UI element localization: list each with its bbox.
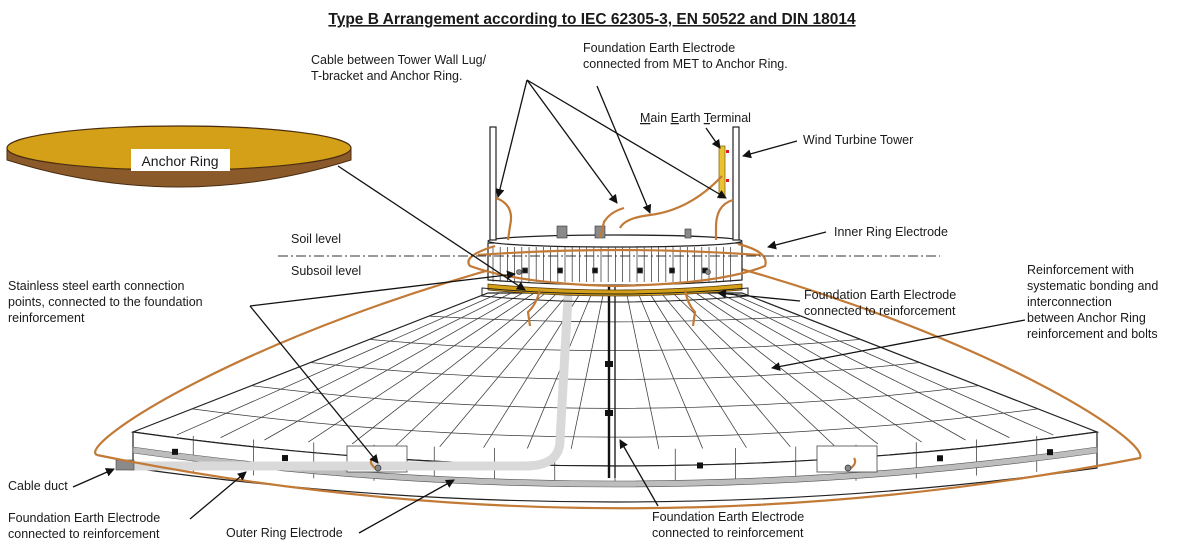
label-fee-met: Foundation Earth Electrode connected fro… (583, 41, 788, 71)
stainless-connection-point (374, 464, 382, 472)
cable-tower-lug-right (714, 198, 734, 240)
label-cable-tower: Cable between Tower Wall Lug/ T-bracket … (311, 53, 490, 83)
anchor-ring-label: Anchor Ring (141, 153, 218, 169)
bolt-block (556, 225, 568, 239)
pedestal-bonding-point (522, 267, 528, 274)
stainless-connection-point (705, 269, 711, 275)
radial-grid-line (308, 292, 535, 443)
leader-anchor-ring (337, 165, 526, 291)
leader-tower (742, 140, 798, 159)
leader-met (705, 127, 721, 149)
cable-met-anchor (619, 175, 723, 229)
leader-fee-right (717, 289, 801, 302)
radial-grid-line (637, 292, 703, 449)
main-earth-terminal (718, 145, 726, 199)
bonding-point (697, 462, 703, 469)
leader-outer-ring (358, 479, 455, 534)
cable-tower-lug-left (495, 196, 513, 241)
pedestal-bonding-point (669, 267, 675, 274)
radial-grid-line (660, 292, 791, 447)
leader-fee-bottom (619, 439, 659, 507)
foundation-pedestal (481, 225, 749, 303)
radial-grid-line (626, 292, 660, 449)
leader-cable-tower-1 (495, 79, 528, 198)
label-wind-turbine-tower: Wind Turbine Tower (803, 133, 913, 147)
pedestal-bonding-point (637, 267, 643, 274)
conductor-junction (605, 410, 613, 416)
label-main-earth-terminal: Main Earth Terminal (640, 111, 751, 125)
cable-t-bracket (598, 206, 625, 239)
outer-ring-electrode (94, 253, 1142, 510)
tower-wall-left (489, 126, 497, 241)
pedestal-top-plate (487, 234, 743, 248)
label-reinforcement: Reinforcement with systematic bonding an… (1027, 263, 1162, 341)
label-fee-right: Foundation Earth Electrode connected to … (804, 288, 960, 318)
radial-grid-line (570, 292, 604, 449)
label-subsoil-level: Subsoil level (291, 264, 361, 278)
leader-stainless-1 (249, 305, 379, 464)
stainless-connection-point (516, 269, 522, 275)
cable-duct-pipe (125, 293, 573, 471)
bonding-point (937, 455, 943, 462)
radial-grid-line (730, 292, 1054, 436)
radial-grid-line (351, 292, 546, 445)
label-cable-duct: Cable duct (8, 479, 68, 493)
radial-grid-line (684, 292, 879, 445)
leader-cable-tower-2 (526, 79, 618, 204)
leader-cable-duct (72, 468, 115, 488)
label-stainless-points: Stainless steel earth connection points,… (8, 279, 206, 325)
stainless-connection-point (844, 464, 852, 472)
wind-turbine-tower (489, 126, 740, 241)
label-fee-left: Foundation Earth Electrode connected to … (8, 511, 164, 541)
inner-ring-upper (477, 248, 761, 257)
label-soil-level: Soil level (291, 232, 341, 246)
bonding-point (172, 448, 178, 455)
radial-grid-line (395, 292, 558, 446)
radial-grid-line (264, 292, 523, 441)
anchor-ring-inset: Anchor Ring (6, 125, 352, 188)
leader-fee-met (596, 85, 652, 214)
tower-wall-right (732, 126, 740, 241)
radial-grid-line (439, 292, 570, 447)
conductor-junction (605, 361, 613, 367)
radial-grid-line (672, 292, 835, 446)
leader-lines (72, 79, 1026, 534)
bolt-block (684, 228, 692, 239)
label-inner-ring: Inner Ring Electrode (834, 225, 948, 239)
radial-grid-line (649, 292, 747, 448)
met-red-marker (726, 179, 729, 182)
anchor-ring-label-box (131, 149, 230, 171)
met-red-marker (726, 150, 729, 153)
inner-ring-electrode (467, 242, 767, 288)
reinforcement-band (132, 446, 1098, 488)
radial-grid-line (176, 292, 500, 436)
radial-grid-line (707, 292, 966, 441)
leader-reinforcement (771, 319, 1026, 371)
leader-inner-ring (767, 231, 827, 250)
radial-grid-line (718, 292, 1010, 438)
cable-foundation-right (683, 289, 697, 327)
bonding-point (1047, 449, 1053, 456)
label-outer-ring: Outer Ring Electrode (226, 526, 343, 540)
leader-fee-left (189, 471, 247, 520)
radial-grid-line (220, 292, 512, 438)
diagram-title: Type B Arrangement according to IEC 6230… (328, 11, 856, 28)
radial-grid-line (695, 292, 922, 443)
leader-stainless-2 (249, 270, 516, 307)
pedestal-bonding-point (592, 267, 598, 274)
bonding-point (282, 455, 288, 462)
cable-foundation-left (526, 289, 542, 327)
label-fee-bottom: Foundation Earth Electrode connected to … (652, 510, 808, 540)
pedestal-bonding-point (557, 267, 563, 274)
leader-cable-tower-3 (526, 79, 727, 199)
pedestal-bolts (492, 247, 731, 282)
